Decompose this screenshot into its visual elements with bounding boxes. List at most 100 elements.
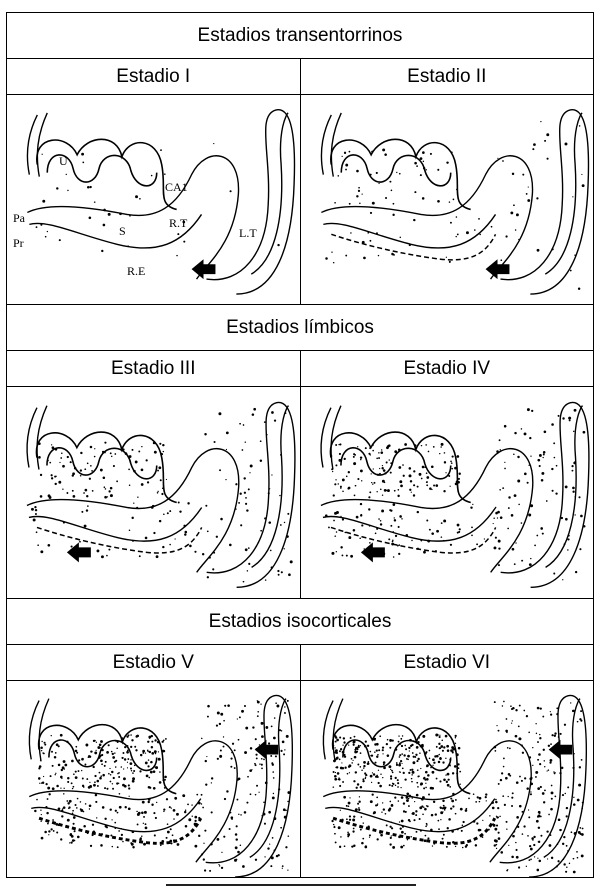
tangle-stipple-dot xyxy=(84,468,87,471)
tangle-stipple-dot xyxy=(366,762,369,765)
tangle-stipple-dot xyxy=(393,519,396,522)
tangle-stipple-dot xyxy=(354,771,357,774)
tangle-stipple-dot xyxy=(53,741,56,744)
tangle-stipple-dot xyxy=(165,798,169,801)
tangle-stipple-dot xyxy=(273,817,277,821)
tangle-stipple-dot xyxy=(335,738,339,742)
tangle-stipple-dot xyxy=(368,239,371,242)
tangle-stipple-dot xyxy=(382,808,385,811)
tangle-stipple-dot xyxy=(578,827,581,829)
tangle-stipple-dot xyxy=(348,150,350,153)
tangle-stipple-dot xyxy=(541,792,545,795)
tangle-stipple-dot xyxy=(88,755,91,758)
tangle-stipple-dot xyxy=(62,521,65,524)
tangle-stipple-dot xyxy=(405,534,408,537)
tangle-stipple-dot xyxy=(412,755,415,758)
tangle-stipple-dot xyxy=(147,750,149,753)
tangle-stipple-dot xyxy=(86,778,89,781)
tangle-stipple-dot xyxy=(264,517,267,520)
tangle-stipple-dot xyxy=(270,725,273,728)
tangle-stipple-dot xyxy=(333,777,337,781)
tangle-stipple-dot xyxy=(481,836,483,838)
tangle-stipple-dot xyxy=(537,753,541,756)
tangle-stipple-dot xyxy=(131,448,134,451)
tangle-stipple-dot xyxy=(133,502,135,504)
tangle-stipple-dot xyxy=(543,766,545,768)
tangle-stipple-dot xyxy=(282,808,286,812)
tangle-stipple-dot xyxy=(398,480,402,484)
tangle-stipple-dot xyxy=(527,816,530,819)
tangle-stipple-dot xyxy=(372,811,376,814)
tangle-stipple-dot xyxy=(237,777,241,781)
tangle-stipple-dot xyxy=(438,735,441,739)
tangle-stipple-dot xyxy=(112,787,115,790)
tangle-stipple-dot xyxy=(542,451,545,454)
tangle-stipple-dot xyxy=(510,804,513,807)
tangle-stipple-dot xyxy=(398,742,401,745)
tangle-stipple-dot xyxy=(60,775,63,779)
tangle-stipple-dot xyxy=(400,762,403,765)
tangle-stipple-dot xyxy=(521,833,523,835)
tangle-stipple-dot xyxy=(509,705,512,708)
tangle-stipple-dot xyxy=(347,486,350,490)
tangle-stipple-dot xyxy=(341,744,344,746)
tangle-stipple-dot xyxy=(397,800,399,802)
tangle-stipple-dot xyxy=(494,798,497,801)
tangle-stipple-dot xyxy=(446,772,449,776)
tangle-stipple-dot xyxy=(442,806,446,810)
tangle-stipple-dot xyxy=(411,797,413,799)
tangle-stipple-dot xyxy=(451,455,454,458)
tangle-stipple-dot xyxy=(345,475,348,478)
tangle-stipple-dot xyxy=(360,769,363,772)
tangle-stipple-dot xyxy=(345,804,348,807)
tangle-stipple-dot xyxy=(254,793,257,796)
tangle-stipple-dot xyxy=(410,539,413,542)
tangle-stipple-dot xyxy=(40,809,42,811)
tangle-stipple-dot xyxy=(174,796,178,800)
tangle-stipple-dot xyxy=(220,712,224,716)
tangle-stipple-dot xyxy=(396,786,399,788)
tangle-stipple-dot xyxy=(454,482,457,486)
brain-outline-path xyxy=(499,695,587,877)
tangle-stipple-dot xyxy=(150,760,153,764)
tangle-stipple-dot xyxy=(81,510,84,513)
tangle-stipple-dot xyxy=(254,762,256,765)
tangle-stipple-dot xyxy=(263,421,266,423)
tangle-stipple-dot xyxy=(354,484,356,487)
tangle-stipple-dot xyxy=(271,796,275,800)
tangle-stipple-dot xyxy=(249,747,253,750)
tangle-stipple-dot xyxy=(114,752,116,754)
tangle-stipple-dot xyxy=(153,750,157,754)
tangle-stipple-dot xyxy=(82,161,85,164)
tangle-stipple-dot xyxy=(516,825,519,829)
tangle-stipple-dot xyxy=(90,750,93,753)
tangle-stipple-dot xyxy=(512,204,515,207)
tangle-stipple-dot xyxy=(456,233,459,236)
tangle-stipple-dot xyxy=(347,471,350,474)
tangle-stipple-dot xyxy=(273,419,277,422)
brain-outline-path xyxy=(544,112,583,275)
tangle-stipple-dot xyxy=(243,704,247,708)
tangle-stipple-dot xyxy=(275,854,279,858)
tangle-stipple-dot xyxy=(551,489,554,492)
tangle-stipple-dot xyxy=(549,713,552,716)
brain-outline-path xyxy=(36,405,48,470)
tangle-stipple-dot xyxy=(407,836,409,839)
tangle-stipple-dot xyxy=(537,826,540,830)
tangle-stipple-dot xyxy=(532,143,536,146)
tangle-stipple-dot xyxy=(177,501,180,504)
tangle-stipple-dot xyxy=(491,806,495,810)
tangle-stipple-dot xyxy=(454,737,456,739)
tangle-stipple-dot xyxy=(276,704,280,708)
tangle-stipple-dot xyxy=(547,744,550,747)
tangle-stipple-dot xyxy=(504,776,508,780)
tangle-stipple-dot xyxy=(397,525,400,528)
tangle-stipple-dot xyxy=(350,845,354,848)
tangle-stipple-dot xyxy=(141,835,143,837)
tangle-stipple-dot xyxy=(100,844,103,847)
tangle-stipple-dot xyxy=(421,745,424,748)
tangle-stipple-dot xyxy=(81,769,83,772)
tangle-stipple-dot xyxy=(72,816,76,819)
tangle-stipple-dot xyxy=(129,215,131,217)
tangle-stipple-dot xyxy=(493,546,496,550)
